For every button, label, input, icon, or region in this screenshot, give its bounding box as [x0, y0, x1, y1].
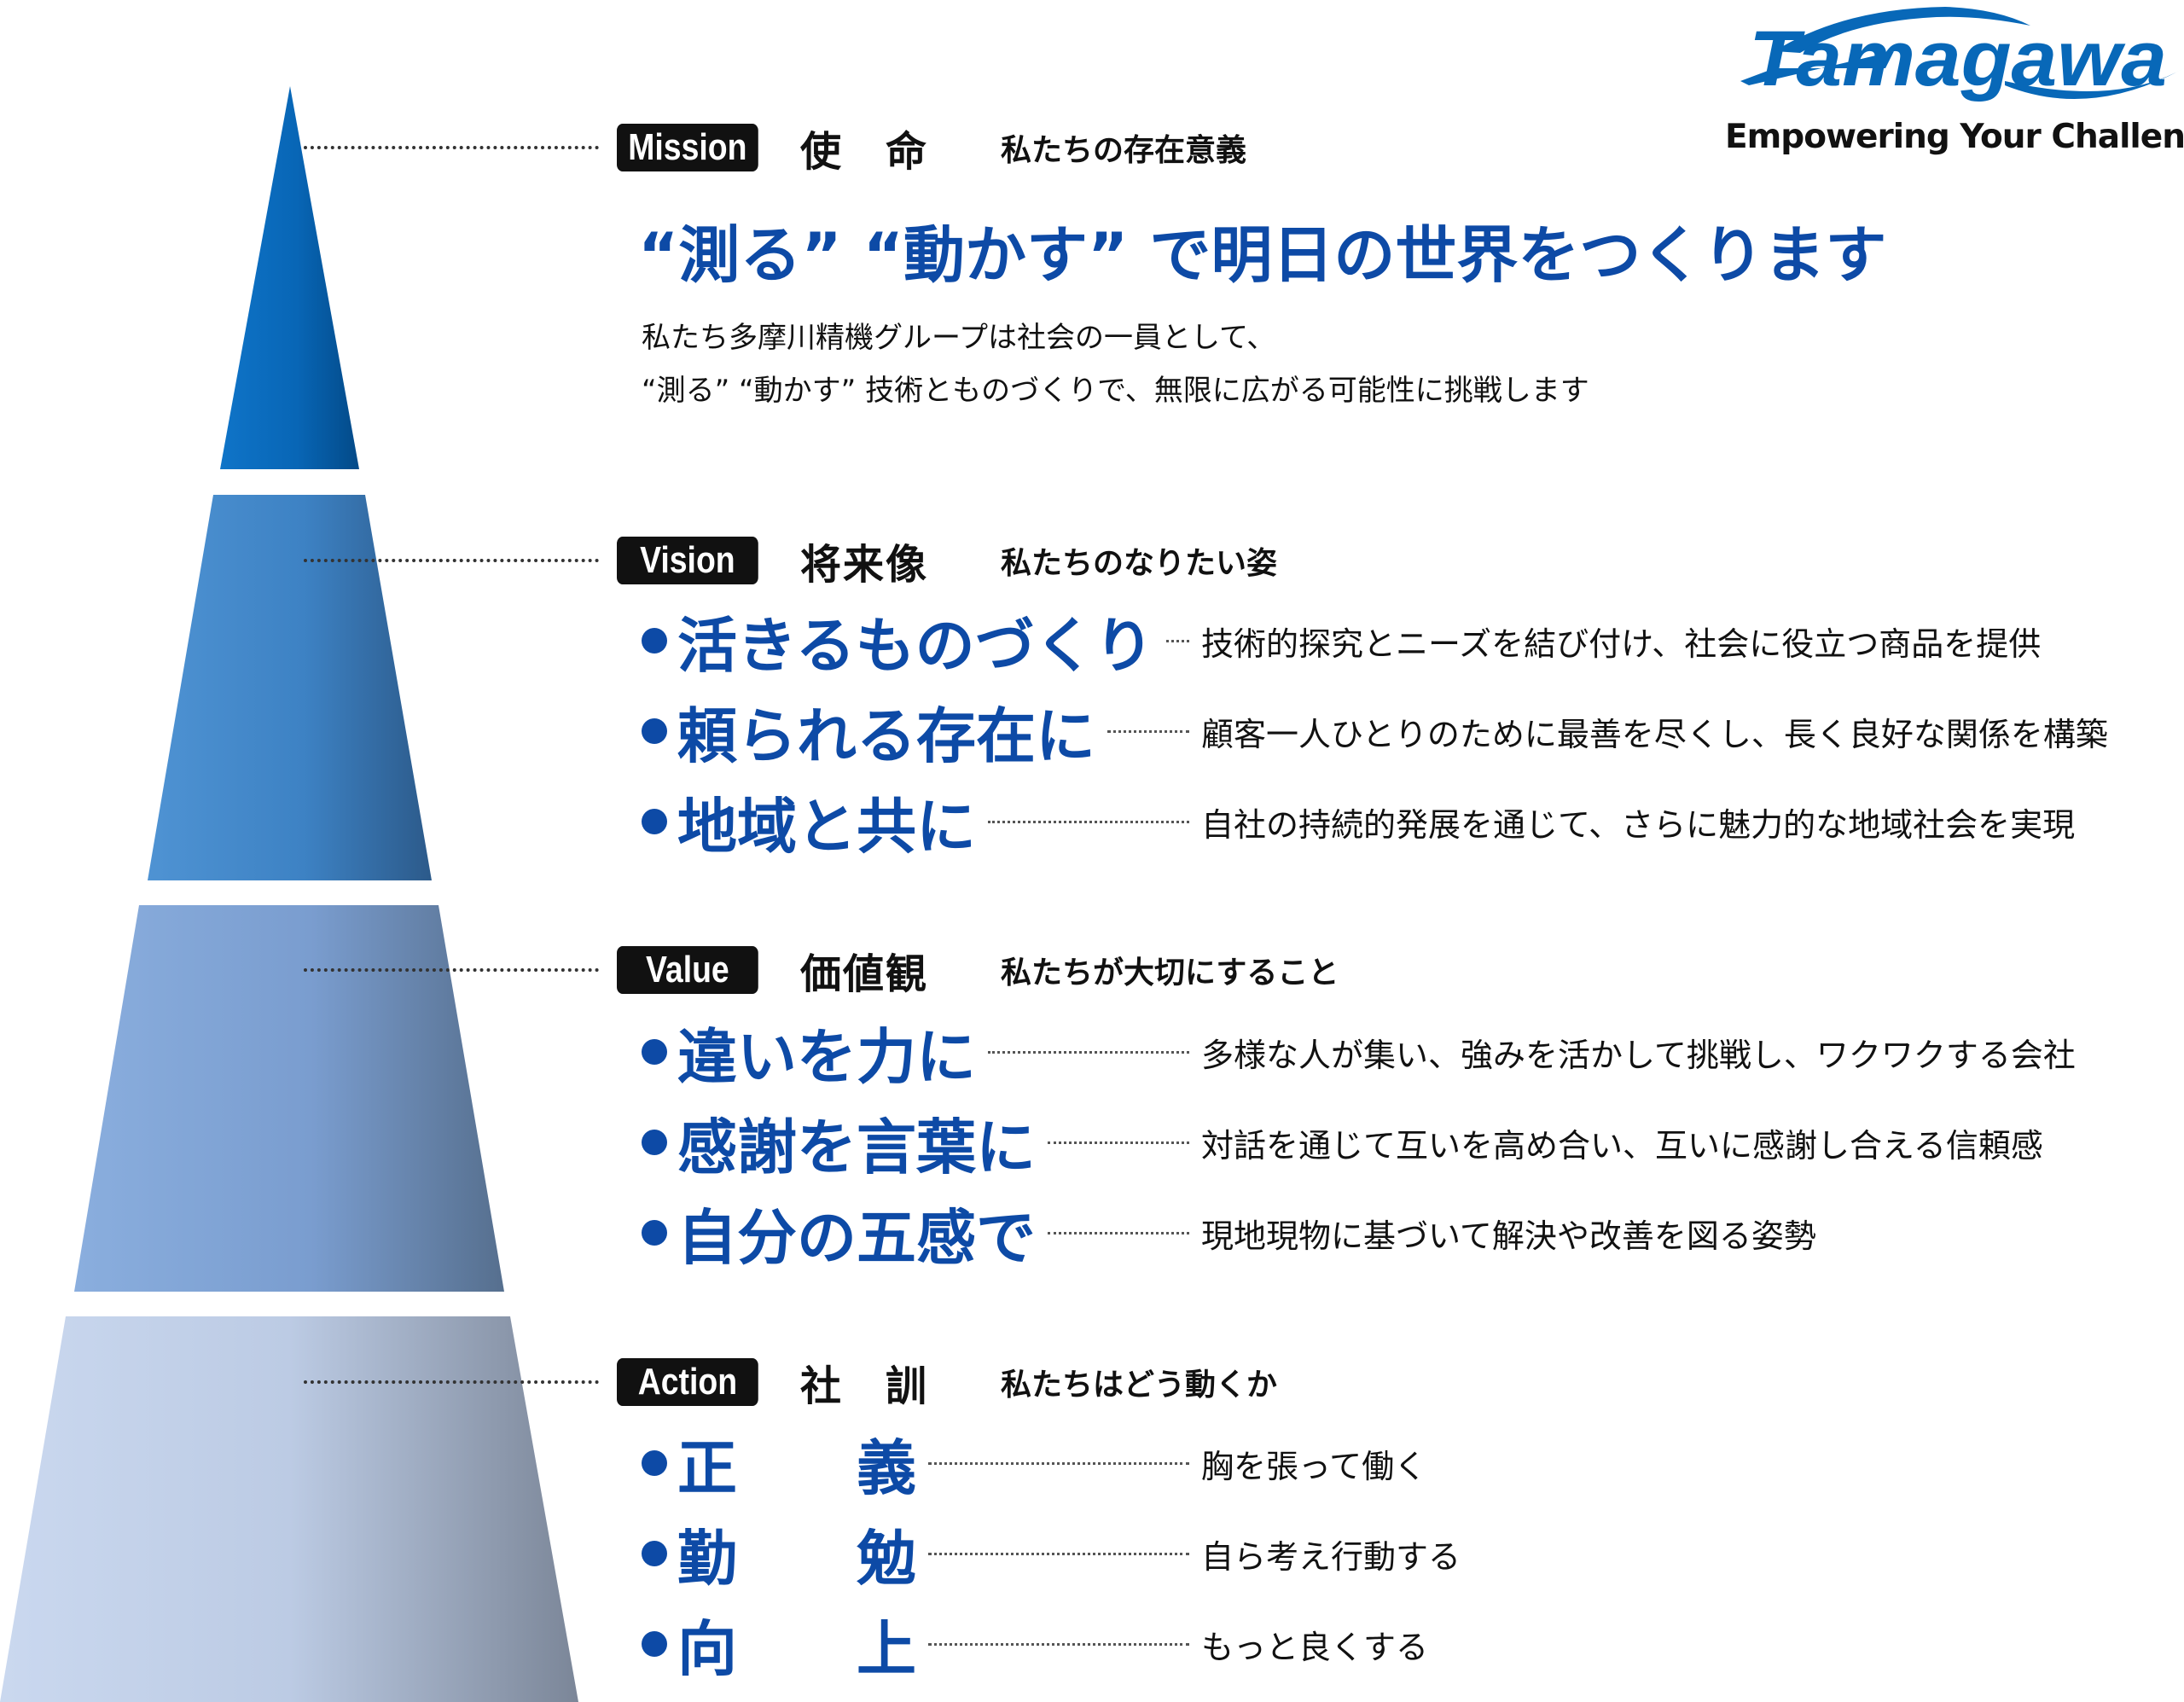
- action-item-desc: もっと良くする: [1201, 1628, 1429, 1666]
- value-header: Value 価値観 私たちが大切にすること: [617, 944, 1339, 998]
- value-title: 価値観: [800, 950, 929, 998]
- vision-subtitle: 私たちのなりたい姿: [1001, 546, 1278, 581]
- bullet-icon: [642, 1631, 667, 1657]
- value-item-label: 感謝を言葉に: [677, 1112, 1036, 1182]
- bullet-icon: [642, 1450, 667, 1476]
- bullet-icon: [642, 628, 667, 653]
- vision-item-label: 活きるものづくり: [677, 610, 1154, 681]
- pyramid-tier-vision: [148, 495, 432, 880]
- action-item: 勤 勉 自ら考え行動する: [642, 1515, 1461, 1594]
- action-item: 正 義 胸を張って働く: [642, 1425, 1427, 1503]
- leader-line: [1165, 639, 1189, 642]
- action-title: 社 訓: [800, 1362, 929, 1410]
- vision-item: 活きるものづくり 技術的探究とニーズを結び付け、社会に役立つ商品を提供: [642, 602, 2042, 681]
- value-item-desc: 対話を通じて互いを高め合い、互いに感謝し合える信頼感: [1201, 1126, 2043, 1165]
- value-item: 自分の五感で 現地現物に基づいて解決や改善を図る姿勢: [642, 1194, 1816, 1273]
- pyramid-tier-value: [74, 905, 504, 1292]
- leader-line: [988, 820, 1189, 823]
- value-badge: Value: [617, 946, 758, 994]
- action-badge: Action: [617, 1358, 758, 1406]
- vision-item: 地域と共に 自社の持続的発展を通じて、さらに魅力的な地域社会を実現: [642, 783, 2076, 862]
- svg-text:Tamagawa: Tamagawa: [1749, 15, 2167, 102]
- action-subtitle: 私たちはどう動くか: [1001, 1368, 1278, 1403]
- value-item-desc: 多様な人が集い、強みを活かして挑戦し、ワクワクする会社: [1201, 1036, 2076, 1074]
- leader-line: [1048, 1141, 1189, 1144]
- bullet-icon: [642, 1541, 667, 1566]
- bullet-icon: [642, 1220, 667, 1246]
- action-item-label: 向 上: [677, 1613, 916, 1684]
- action-item-desc: 自ら考え行動する: [1201, 1537, 1461, 1576]
- mission-subtitle: 私たちの存在意義: [1001, 133, 1247, 168]
- bullet-icon: [642, 1039, 667, 1065]
- leader-line: [988, 1050, 1189, 1054]
- logo-tagline: Empowering Your Challenge: [1725, 118, 2184, 156]
- action-connector: [304, 1380, 599, 1384]
- value-item-desc: 現地現物に基づいて解決や改善を図る姿勢: [1201, 1217, 1816, 1255]
- vision-item-label: 地域と共に: [677, 791, 976, 862]
- mission-headline: “測る” “動かす” で明日の世界をつくります: [638, 219, 1887, 291]
- vision-item-desc: 自社の持続的発展を通じて、さらに魅力的な地域社会を実現: [1201, 805, 2076, 844]
- bullet-icon: [642, 718, 667, 744]
- leader-line: [1107, 729, 1189, 733]
- vision-item-desc: 顧客一人ひとりのために最善を尽くし、長く良好な関係を構築: [1201, 715, 2108, 753]
- pyramid-tier-action: [0, 1316, 578, 1702]
- leader-line: [1048, 1231, 1189, 1234]
- action-item-label: 正 義: [677, 1432, 916, 1503]
- vision-item-desc: 技術的探究とニーズを結び付け、社会に役立つ商品を提供: [1201, 624, 2042, 663]
- leader-line: [928, 1461, 1189, 1465]
- vision-item: 頼られる存在に 顧客一人ひとりのために最善を尽くし、長く良好な関係を構築: [642, 693, 2108, 771]
- leader-line: [928, 1642, 1189, 1646]
- bullet-icon: [642, 809, 667, 834]
- action-item-desc: 胸を張って働く: [1201, 1447, 1427, 1485]
- vision-item-label: 頼られる存在に: [677, 700, 1095, 771]
- value-subtitle: 私たちが大切にすること: [1001, 956, 1339, 990]
- mission-body-line: “測る” “動かす” 技術とものづくりで、無限に広がる可能性に挑戦します: [642, 374, 1589, 408]
- bullet-icon: [642, 1130, 667, 1155]
- mission-body-line: 私たち多摩川精機グループは社会の一員として、: [642, 321, 1276, 355]
- pyramid: [0, 86, 578, 1702]
- value-item-label: 違いを力に: [677, 1021, 976, 1092]
- value-item: 違いを力に 多様な人が集い、強みを活かして挑戦し、ワクワクする会社: [642, 1014, 2076, 1092]
- value-connector: [304, 968, 599, 972]
- mission-badge: Mission: [617, 124, 758, 171]
- mission-header: Mission 使 命 私たちの存在意義: [617, 122, 1247, 176]
- action-item: 向 上 もっと良くする: [642, 1606, 1429, 1684]
- mission-title: 使 命: [800, 128, 929, 176]
- leader-line: [928, 1552, 1189, 1555]
- value-item-label: 自分の五感で: [677, 1202, 1036, 1273]
- tamagawa-logo: Tamagawa: [1740, 7, 2184, 102]
- mission-connector: [304, 146, 599, 149]
- action-item-label: 勤 勉: [677, 1523, 916, 1594]
- vision-connector: [304, 559, 599, 562]
- vision-title: 将来像: [800, 541, 929, 589]
- pyramid-tier-mission: [220, 86, 359, 469]
- value-item: 感謝を言葉に 対話を通じて互いを高め合い、互いに感謝し合える信頼感: [642, 1104, 2043, 1182]
- vision-header: Vision 将来像 私たちのなりたい姿: [617, 535, 1278, 589]
- action-header: Action 社 訓 私たちはどう動くか: [617, 1356, 1278, 1410]
- vision-badge: Vision: [617, 537, 758, 584]
